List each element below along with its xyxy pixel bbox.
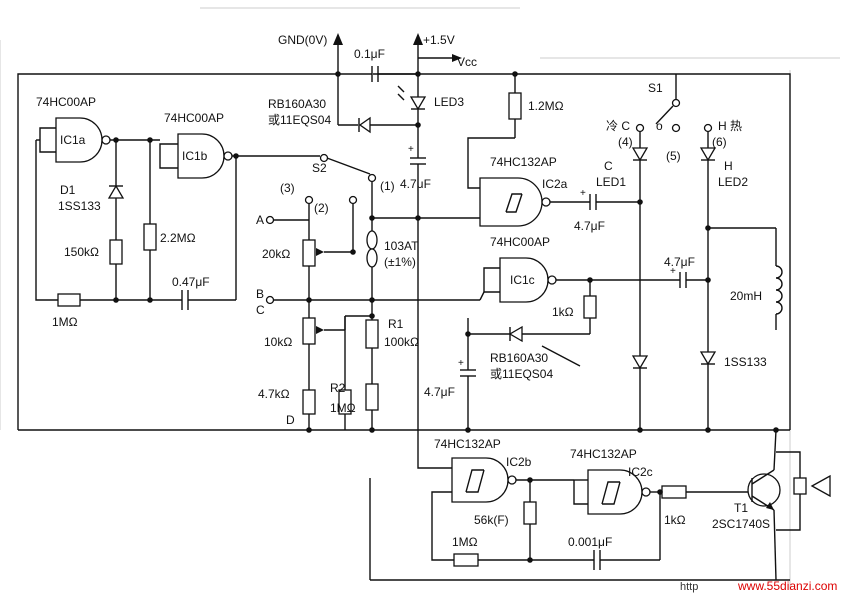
transistor-t1: T1 2SC1740S	[712, 427, 831, 581]
led2-h: H	[724, 159, 733, 173]
s2-label: S2	[312, 161, 327, 175]
gate-ic1a: 74HC00AP IC1a	[35, 95, 160, 301]
d-right-label: 1SS133	[724, 355, 767, 369]
scan-background	[0, 7, 840, 590]
ic2a-part: 74HC132AP	[490, 155, 557, 169]
c-47-a-label: 4.7μF	[400, 177, 431, 191]
ic1a-ref: IC1a	[60, 133, 86, 147]
c-47-b-label: 4.7μF	[574, 219, 605, 233]
c-47-supply: + 4.7μF	[400, 144, 431, 430]
gate-ic2c: 74HC132AP IC2c 1kΩ	[570, 447, 752, 560]
s1-cold: 冷 C	[606, 119, 630, 133]
node-c: C	[256, 303, 265, 317]
inductor-branch: 20mH 1SS133	[699, 228, 783, 369]
ic2a-ref: IC2a	[542, 177, 568, 191]
svg-text:+: +	[458, 358, 464, 369]
s2-pos1: (1)	[380, 179, 395, 193]
d-mid-part: RB160A30	[490, 351, 548, 365]
top-diode-led3: RB160A30 或11EQS04 LED3	[268, 85, 464, 134]
r56k-label: 56k(F)	[474, 513, 509, 527]
d1-ref: D1	[60, 183, 76, 197]
t1-part: 2SC1740S	[712, 517, 770, 531]
pot-network: A 20kΩ B C 10kΩ 4.7kΩ D R2 1MΩ	[256, 213, 480, 433]
c-47-c-label: 4.7μF	[664, 255, 695, 269]
c047-label: 0.47μF	[172, 275, 210, 289]
ic2c-ref: IC2c	[628, 465, 653, 479]
node-b: B	[256, 287, 264, 301]
gate-ic1b: 74HC00AP IC1b	[159, 111, 320, 179]
r10k-label: 10kΩ	[264, 335, 292, 349]
s1-pos4: (4)	[618, 135, 633, 149]
switch-s1: S1 冷 C o H 热 (4) (5) (6) C LED1 H LED2	[596, 74, 776, 433]
ic1a-part: 74HC00AP	[36, 95, 96, 109]
r47k-label: 4.7kΩ	[258, 387, 290, 401]
s1-pos5: (5)	[666, 149, 681, 163]
ic1c-ref: IC1c	[510, 273, 535, 287]
watermark: http www.55dianzi.com	[680, 579, 837, 593]
bottom-feedback: 1MΩ 0.001μF	[369, 478, 790, 581]
r2-ref: R2	[330, 381, 346, 395]
s1-label: S1	[648, 81, 663, 95]
node-a: A	[256, 213, 264, 227]
d-mid-alt: 或11EQS04	[490, 367, 553, 381]
ic1-feedback-network: D1 1SS133 150kΩ 2.2MΩ 0.47μF 1MΩ	[52, 140, 237, 329]
node-d: D	[286, 413, 295, 427]
r1-ref: R1	[388, 317, 404, 331]
mid-diode: RB160A30 或11EQS04 + 4.7μF	[424, 318, 581, 433]
r1m-left-label: 1MΩ	[52, 315, 78, 329]
gate-ic2a: 74HC132AP IC2a + 4.7μF	[479, 155, 640, 233]
gnd-label: GND(0V)	[278, 33, 327, 47]
svg-text:+: +	[580, 188, 586, 199]
vcc-label: Vcc	[457, 55, 477, 69]
r1-val: 100kΩ	[384, 335, 419, 349]
led2-label: LED2	[718, 175, 748, 189]
vplus-label: +1.5V	[423, 33, 455, 47]
r1m-bot-label: 1MΩ	[452, 535, 478, 549]
d-top-alt: 或11EQS04	[268, 113, 331, 127]
ic2b-ref: IC2b	[506, 455, 532, 469]
s2-pos3: (3)	[280, 181, 295, 195]
r-1m2: 1.2MΩ	[467, 71, 564, 189]
s1-hot: H 热	[718, 119, 742, 133]
led1-c: C	[604, 159, 613, 173]
watermark-url: www.55dianzi.com	[737, 579, 837, 593]
thermistor-tol: (±1%)	[384, 255, 416, 269]
r20k-label: 20kΩ	[262, 247, 290, 261]
watermark-prefix: http	[680, 581, 698, 593]
c0001-label: 0.001μF	[568, 535, 612, 549]
thermistor-label: 103AT	[384, 239, 419, 253]
t1-ref: T1	[734, 501, 748, 515]
ic1c-part: 74HC00AP	[490, 235, 550, 249]
ic2b-part: 74HC132AP	[434, 437, 501, 451]
r150k-label: 150kΩ	[64, 245, 99, 259]
led3-label: LED3	[434, 95, 464, 109]
inductor-label: 20mH	[730, 289, 762, 303]
power-rail: GND(0V) +1.5V Vcc 0.1μF	[278, 33, 477, 155]
ic1b-ref: IC1b	[182, 149, 208, 163]
c-top-label: 0.1μF	[354, 47, 385, 61]
outer-frame-wires	[17, 73, 791, 431]
d1-part: 1SS133	[58, 199, 101, 213]
r-top-label: 1.2MΩ	[528, 99, 564, 113]
s1-off: o	[656, 119, 663, 133]
d-top-part: RB160A30	[268, 97, 326, 111]
gate-ic1c: 74HC00AP IC1c + 4.7μF 1kΩ	[479, 235, 708, 335]
svg-text:+: +	[408, 144, 414, 155]
switch-s2: S2 (1) (2) (3)	[280, 153, 395, 430]
c-47-d-label: 4.7μF	[424, 385, 455, 399]
ic2c-part: 74HC132AP	[570, 447, 637, 461]
ic1b-part: 74HC00AP	[164, 111, 224, 125]
svg-text:+: +	[670, 266, 676, 277]
s2-pos2: (2)	[314, 201, 329, 215]
r2m2-label: 2.2MΩ	[160, 231, 196, 245]
gate-ic2b: 74HC132AP IC2b 56k(F)	[417, 430, 574, 560]
s1-pos6: (6)	[712, 135, 727, 149]
thermistor-column: 103AT (±1%) R1 100kΩ	[365, 215, 480, 433]
r1k-bot-label: 1kΩ	[664, 513, 686, 527]
r2-val: 1MΩ	[330, 401, 356, 415]
led1-label: LED1	[596, 175, 626, 189]
r1k-mid-label: 1kΩ	[552, 305, 574, 319]
